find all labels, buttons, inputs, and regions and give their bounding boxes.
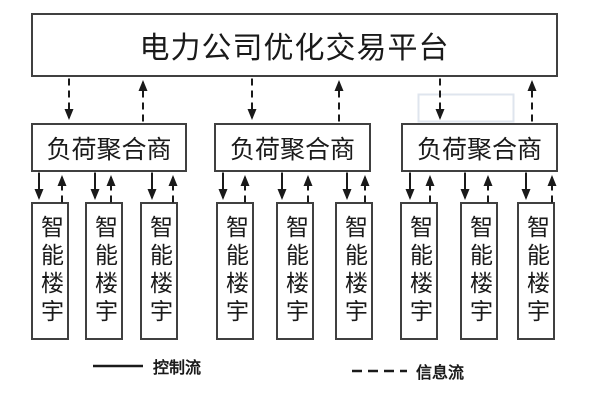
aggregator-label-1: 负荷聚合商 <box>46 136 172 164</box>
building-box-7: 智能楼宇 <box>400 202 438 340</box>
building-label-3: 智能楼宇 <box>146 215 172 327</box>
building-aggregator-info-links <box>57 175 557 203</box>
building-box-4: 智能楼宇 <box>216 202 254 340</box>
aggregator-label-3: 负荷聚合商 <box>416 136 542 164</box>
legend-label-info-flow: 信息流 <box>416 363 465 382</box>
building-label-1: 智能楼宇 <box>37 215 63 327</box>
legend-label-control-flow: 控制流 <box>153 358 202 377</box>
control-flow-line-sample <box>93 364 143 368</box>
platform-label: 电力公司优化交易平台 <box>139 32 450 65</box>
building-box-1: 智能楼宇 <box>31 202 69 340</box>
aggregator-building-control-links <box>34 172 531 200</box>
artifact-rect <box>417 93 515 123</box>
aggregator-box-1: 负荷聚合商 <box>31 123 187 172</box>
info-flow-line-sample <box>352 369 407 373</box>
legend-item-info-flow: 信息流 <box>352 361 465 382</box>
building-box-6: 智能楼宇 <box>335 202 373 340</box>
platform-box: 电力公司优化交易平台 <box>31 13 558 77</box>
building-box-3: 智能楼宇 <box>140 202 178 340</box>
building-box-5: 智能楼宇 <box>276 202 314 340</box>
building-box-2: 智能楼宇 <box>85 202 123 340</box>
aggregator-label-2: 负荷聚合商 <box>229 136 355 164</box>
legend-item-control-flow: 控制流 <box>93 356 202 377</box>
building-label-2: 智能楼宇 <box>91 215 117 327</box>
building-label-6: 智能楼宇 <box>341 215 367 327</box>
building-label-4: 智能楼宇 <box>222 215 248 327</box>
building-label-7: 智能楼宇 <box>406 215 432 327</box>
building-box-9: 智能楼宇 <box>517 202 555 340</box>
aggregator-box-2: 负荷聚合商 <box>214 123 371 172</box>
building-box-8: 智能楼宇 <box>460 202 498 340</box>
building-label-9: 智能楼宇 <box>523 215 549 327</box>
building-label-8: 智能楼宇 <box>466 215 492 327</box>
platform-aggregator-links <box>64 78 537 122</box>
building-label-5: 智能楼宇 <box>282 215 308 327</box>
aggregator-box-3: 负荷聚合商 <box>401 123 558 172</box>
